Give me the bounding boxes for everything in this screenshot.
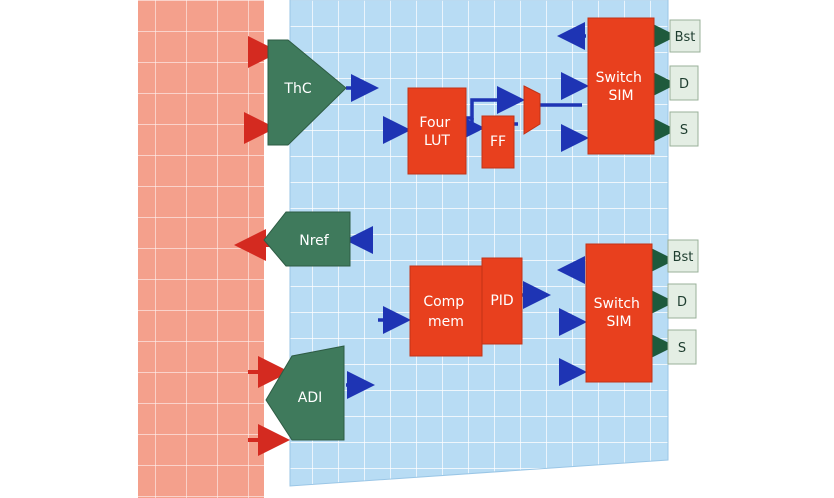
tag-d-bottom-label: D: [677, 295, 687, 310]
adi-block: ADI: [265, 345, 345, 441]
tag-s-top: S: [669, 111, 699, 147]
switch-sim-bottom-label-line2: SIM: [606, 314, 631, 330]
ff-label: FF: [490, 134, 506, 150]
tag-s-bottom: S: [667, 329, 697, 365]
tag-d-bottom: D: [667, 283, 697, 319]
nref-block: Nref: [263, 211, 351, 267]
ff-block: FF: [481, 115, 515, 169]
tag-bst-top-label: Bst: [675, 30, 696, 45]
mux-block: [523, 85, 541, 135]
comp-mem-label-line1: Comp: [423, 294, 464, 310]
switch-sim-bottom-label-line1: Switch: [594, 296, 640, 312]
tag-d-top-label: D: [679, 77, 689, 92]
blue-arrow: [457, 114, 485, 142]
nref-label: Nref: [299, 233, 330, 249]
tag-s-top-label: S: [680, 123, 688, 138]
comp-mem-block: Comp mem: [409, 265, 483, 357]
switch-sim-top-block: Switch SIM: [587, 17, 655, 155]
switch-sim-top-label: Switch SIM: [596, 70, 647, 104]
switch-sim-bottom-label: Switch SIM: [594, 296, 645, 330]
switch-sim-top-label-line2: SIM: [608, 88, 633, 104]
tag-bst-bottom-label: Bst: [673, 250, 694, 265]
thc-label: ThC: [283, 81, 311, 97]
comp-mem-label-line2: mem: [428, 314, 464, 330]
tag-bst-bottom: Bst: [667, 239, 699, 273]
red-arrows: [234, 36, 290, 456]
tag-d-top: D: [669, 65, 699, 101]
thc-block: ThC: [267, 39, 347, 146]
adi-label: ADI: [298, 390, 323, 406]
tag-s-bottom-label: S: [678, 341, 686, 356]
blue-arrows: [345, 22, 589, 399]
tag-bst-top: Bst: [669, 19, 701, 53]
io-layer-panel: [138, 0, 264, 498]
four-lut-block: Four LUT: [407, 87, 467, 175]
switch-sim-bottom-block: Switch SIM: [585, 243, 653, 383]
comp-mem-label: Comp mem: [423, 294, 468, 330]
four-lut-label-line2: LUT: [424, 133, 450, 149]
pid-block: PID: [481, 257, 523, 345]
switch-sim-top-label-line1: Switch: [596, 70, 642, 86]
green-arrows: [647, 22, 677, 360]
four-lut-label: Four LUT: [419, 115, 454, 149]
pid-label: PID: [490, 293, 513, 309]
four-lut-label-line1: Four: [419, 115, 450, 131]
